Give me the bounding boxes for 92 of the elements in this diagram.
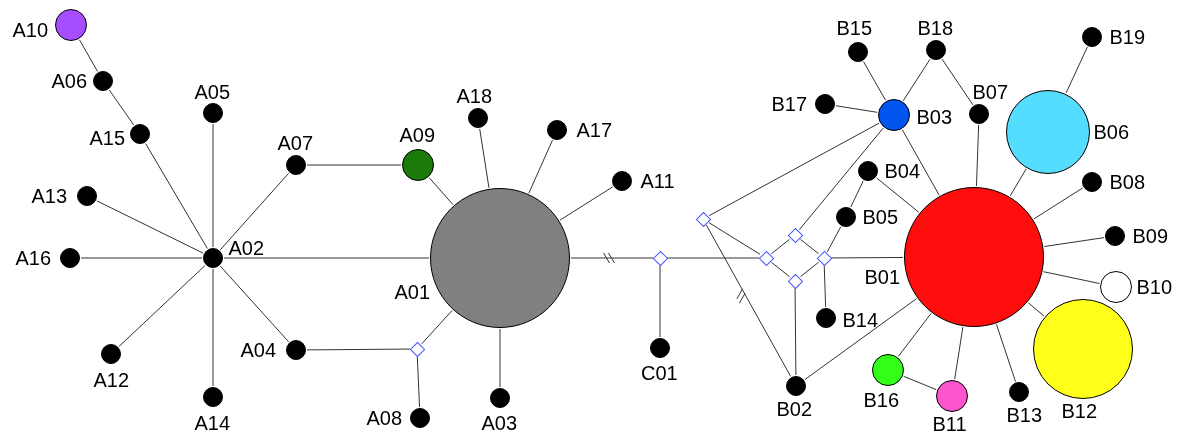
- haplotype-label: A10: [12, 18, 49, 41]
- network-line: [479, 128, 490, 189]
- haplotype-label: C01: [641, 361, 678, 384]
- network-line: [570, 257, 654, 259]
- haplotype-label: A11: [640, 169, 675, 192]
- network-line: [850, 180, 864, 208]
- haplotype-label: B18: [917, 16, 954, 39]
- network-line: [902, 58, 931, 102]
- network-line: [219, 172, 290, 251]
- network-line: [1043, 237, 1105, 248]
- network-line: [901, 129, 940, 196]
- haplotype-label: A14: [194, 411, 231, 434]
- network-line: [903, 375, 937, 391]
- haplotype-label: A17: [576, 118, 613, 141]
- network-line: [108, 89, 135, 126]
- network-line: [421, 309, 453, 345]
- haplotype-label: A05: [194, 80, 231, 103]
- network-line: [862, 61, 887, 101]
- haplotype-label: A07: [277, 131, 314, 154]
- haplotype-label: A01: [394, 280, 431, 303]
- network-line: [823, 264, 827, 308]
- haplotype-label: B14: [842, 308, 879, 331]
- network-line: [306, 164, 402, 166]
- haplotype-label: B06: [1093, 120, 1130, 143]
- haplotype-label: B16: [863, 388, 900, 411]
- network-line: [118, 265, 206, 347]
- network-line: [223, 257, 430, 259]
- haplotype-label: B07: [972, 80, 1009, 103]
- network-line: [804, 298, 917, 381]
- haplotype-label: B05: [862, 205, 899, 228]
- haplotype-label: A16: [15, 246, 52, 269]
- network-line: [941, 58, 974, 106]
- network-line: [995, 323, 1016, 383]
- haplotype-label: B12: [1061, 399, 1098, 422]
- network-line: [794, 287, 797, 376]
- network-line: [897, 313, 932, 357]
- network-line: [1009, 168, 1027, 197]
- network-line: [212, 268, 214, 387]
- haplotype-label: A02: [228, 236, 265, 259]
- network-line: [212, 123, 214, 248]
- network-line: [826, 226, 842, 253]
- haplotype-label: A13: [31, 184, 68, 207]
- network-line: [416, 355, 420, 408]
- network-line: [800, 238, 819, 255]
- network-line: [666, 257, 760, 259]
- network-line: [771, 261, 790, 278]
- network-line: [659, 264, 661, 338]
- haplotype-label: B09: [1132, 224, 1169, 247]
- haplotype-label: A04: [240, 338, 277, 361]
- network-line: [1027, 302, 1045, 317]
- network-line: [1033, 187, 1084, 220]
- network-line: [428, 177, 454, 206]
- haplotype-label: B01: [864, 265, 901, 288]
- network-line: [1042, 271, 1100, 284]
- haplotype-label: B10: [1136, 275, 1173, 298]
- haplotype-label: A15: [89, 126, 126, 149]
- network-line: [876, 177, 920, 213]
- haplotype-label: B19: [1109, 25, 1146, 48]
- network-line: [1065, 46, 1088, 94]
- haplotype-label: A12: [93, 368, 130, 391]
- network-line: [708, 122, 880, 217]
- haplotype-label: B02: [776, 397, 813, 420]
- haplotype-label: A06: [51, 69, 88, 92]
- network-line: [559, 186, 614, 221]
- haplotype-label: B13: [1006, 403, 1043, 426]
- network-line: [798, 127, 884, 231]
- network-line: [976, 124, 980, 187]
- network-line: [528, 139, 554, 194]
- network-line: [954, 326, 964, 380]
- haplotype-label: B15: [836, 16, 873, 39]
- haplotype-label: B08: [1109, 170, 1146, 193]
- network-line: [771, 238, 790, 255]
- haplotype-label: B11: [932, 412, 967, 434]
- network-line: [708, 222, 761, 255]
- network-line: [96, 200, 204, 254]
- haplotype-label: B17: [771, 92, 808, 115]
- haplotype-label: A09: [399, 123, 436, 146]
- network-line: [499, 328, 501, 388]
- network-line: [705, 224, 792, 377]
- network-line: [219, 265, 290, 343]
- network-line: [830, 256, 904, 259]
- network-line: [835, 105, 878, 113]
- network-line: [145, 143, 208, 249]
- haplotype-label: A03: [481, 411, 518, 434]
- haplotype-label: A18: [456, 84, 493, 107]
- network-line: [306, 348, 411, 351]
- haplotype-label: B03: [916, 105, 953, 128]
- network-line: [80, 257, 203, 259]
- network-line: [800, 261, 819, 278]
- haplotype-label: B04: [884, 159, 921, 182]
- network-line: [78, 39, 99, 72]
- haplotype-label: A08: [366, 406, 403, 429]
